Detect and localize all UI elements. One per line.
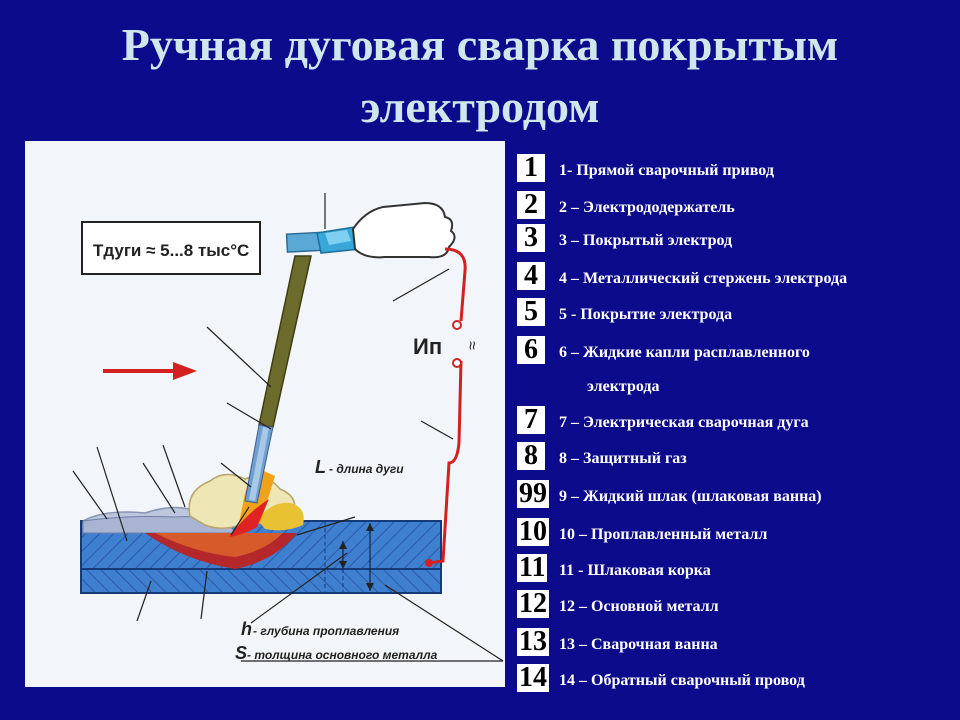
welding-diagram: Tдуги ≈ 5...8 тыс°C: [25, 141, 505, 687]
legend-text: 13 – Сварочная ванна: [559, 636, 718, 653]
dimension-h: [339, 541, 347, 569]
legend-number: 13: [517, 626, 549, 657]
liquid-slag: [257, 502, 304, 531]
legend-text: 3 – Покрытый электрод: [559, 232, 733, 249]
legend-number: 11: [517, 552, 548, 583]
welding-illustration: Tдуги ≈ 5...8 тыс°C: [72, 193, 504, 663]
thickness-letter: S: [235, 643, 247, 663]
current-label: Ип: [413, 334, 442, 359]
legend-text: 2 – Электрододержатель: [559, 199, 735, 216]
molten-metal: [155, 533, 283, 557]
legend-text: 1- Прямой сварочный привод: [559, 162, 774, 179]
electrode: [244, 231, 333, 504]
depth-letter: h: [241, 619, 252, 639]
legend-text: 9 – Жидкий шлак (шлаковая ванна): [559, 488, 822, 505]
electrode-holder: [316, 226, 362, 254]
leader-lines: [72, 193, 504, 662]
legend-number: 6: [517, 336, 545, 364]
dimension-s: [366, 523, 374, 591]
arc-temperature-label: Tдуги ≈ 5...8 тыс°C: [93, 241, 249, 260]
legend-number: 7: [517, 406, 545, 434]
arc-length-letter: L: [315, 457, 326, 477]
gloved-hand: [351, 201, 456, 259]
terminal-bottom: [452, 358, 462, 368]
legend-text: 10 – Проплавленный металл: [559, 526, 768, 543]
slide-title: Ручная дуговая сварка покрытым электродо…: [0, 14, 960, 138]
ac-symbol: ≈: [463, 341, 480, 350]
work-clamp: [425, 559, 433, 567]
depth-label: - глубина проплавления: [253, 624, 399, 638]
title-line-2: электродом: [360, 81, 600, 132]
legend-text: 6 – Жидкие капли расплавленного: [559, 344, 810, 361]
legend-number: 3: [517, 224, 545, 252]
legend-number: 10: [517, 516, 549, 547]
arc-temperature-box: Tдуги ≈ 5...8 тыс°C: [81, 221, 261, 275]
legend-text: 4 – Металлический стержень электрода: [559, 270, 848, 287]
thickness-label: - толщина основного металла: [247, 648, 438, 662]
legend-number: 4: [517, 262, 545, 290]
metal-droplet: [229, 499, 269, 537]
legend-text-continuation: электрода: [587, 378, 660, 395]
legend-number: 14: [517, 662, 549, 693]
legend-number: 99: [517, 478, 549, 509]
legend-text: 14 – Обратный сварочный провод: [559, 672, 805, 689]
legend-text: 7 – Электрическая сварочная дуга: [559, 414, 809, 431]
legend-text: 8 – Защитный газ: [559, 450, 687, 467]
legend-text: 11 - Шлаковая корка: [559, 562, 711, 579]
legend-number: 2: [517, 191, 545, 219]
legend-number: 1: [517, 154, 545, 182]
legend-number: 8: [517, 442, 545, 470]
welding-cable: [428, 247, 467, 565]
legend-text: 5 - Покрытие электрода: [559, 306, 733, 323]
direction-arrow: [103, 362, 197, 380]
legend-text: 12 – Основной металл: [559, 598, 719, 615]
arc-length-label: - длина дуги: [329, 462, 404, 476]
legend-number: 5: [517, 298, 545, 326]
legend-number: 12: [517, 588, 549, 619]
title-line-1: Ручная дуговая сварка покрытым: [121, 19, 839, 70]
terminal-top: [452, 320, 462, 330]
